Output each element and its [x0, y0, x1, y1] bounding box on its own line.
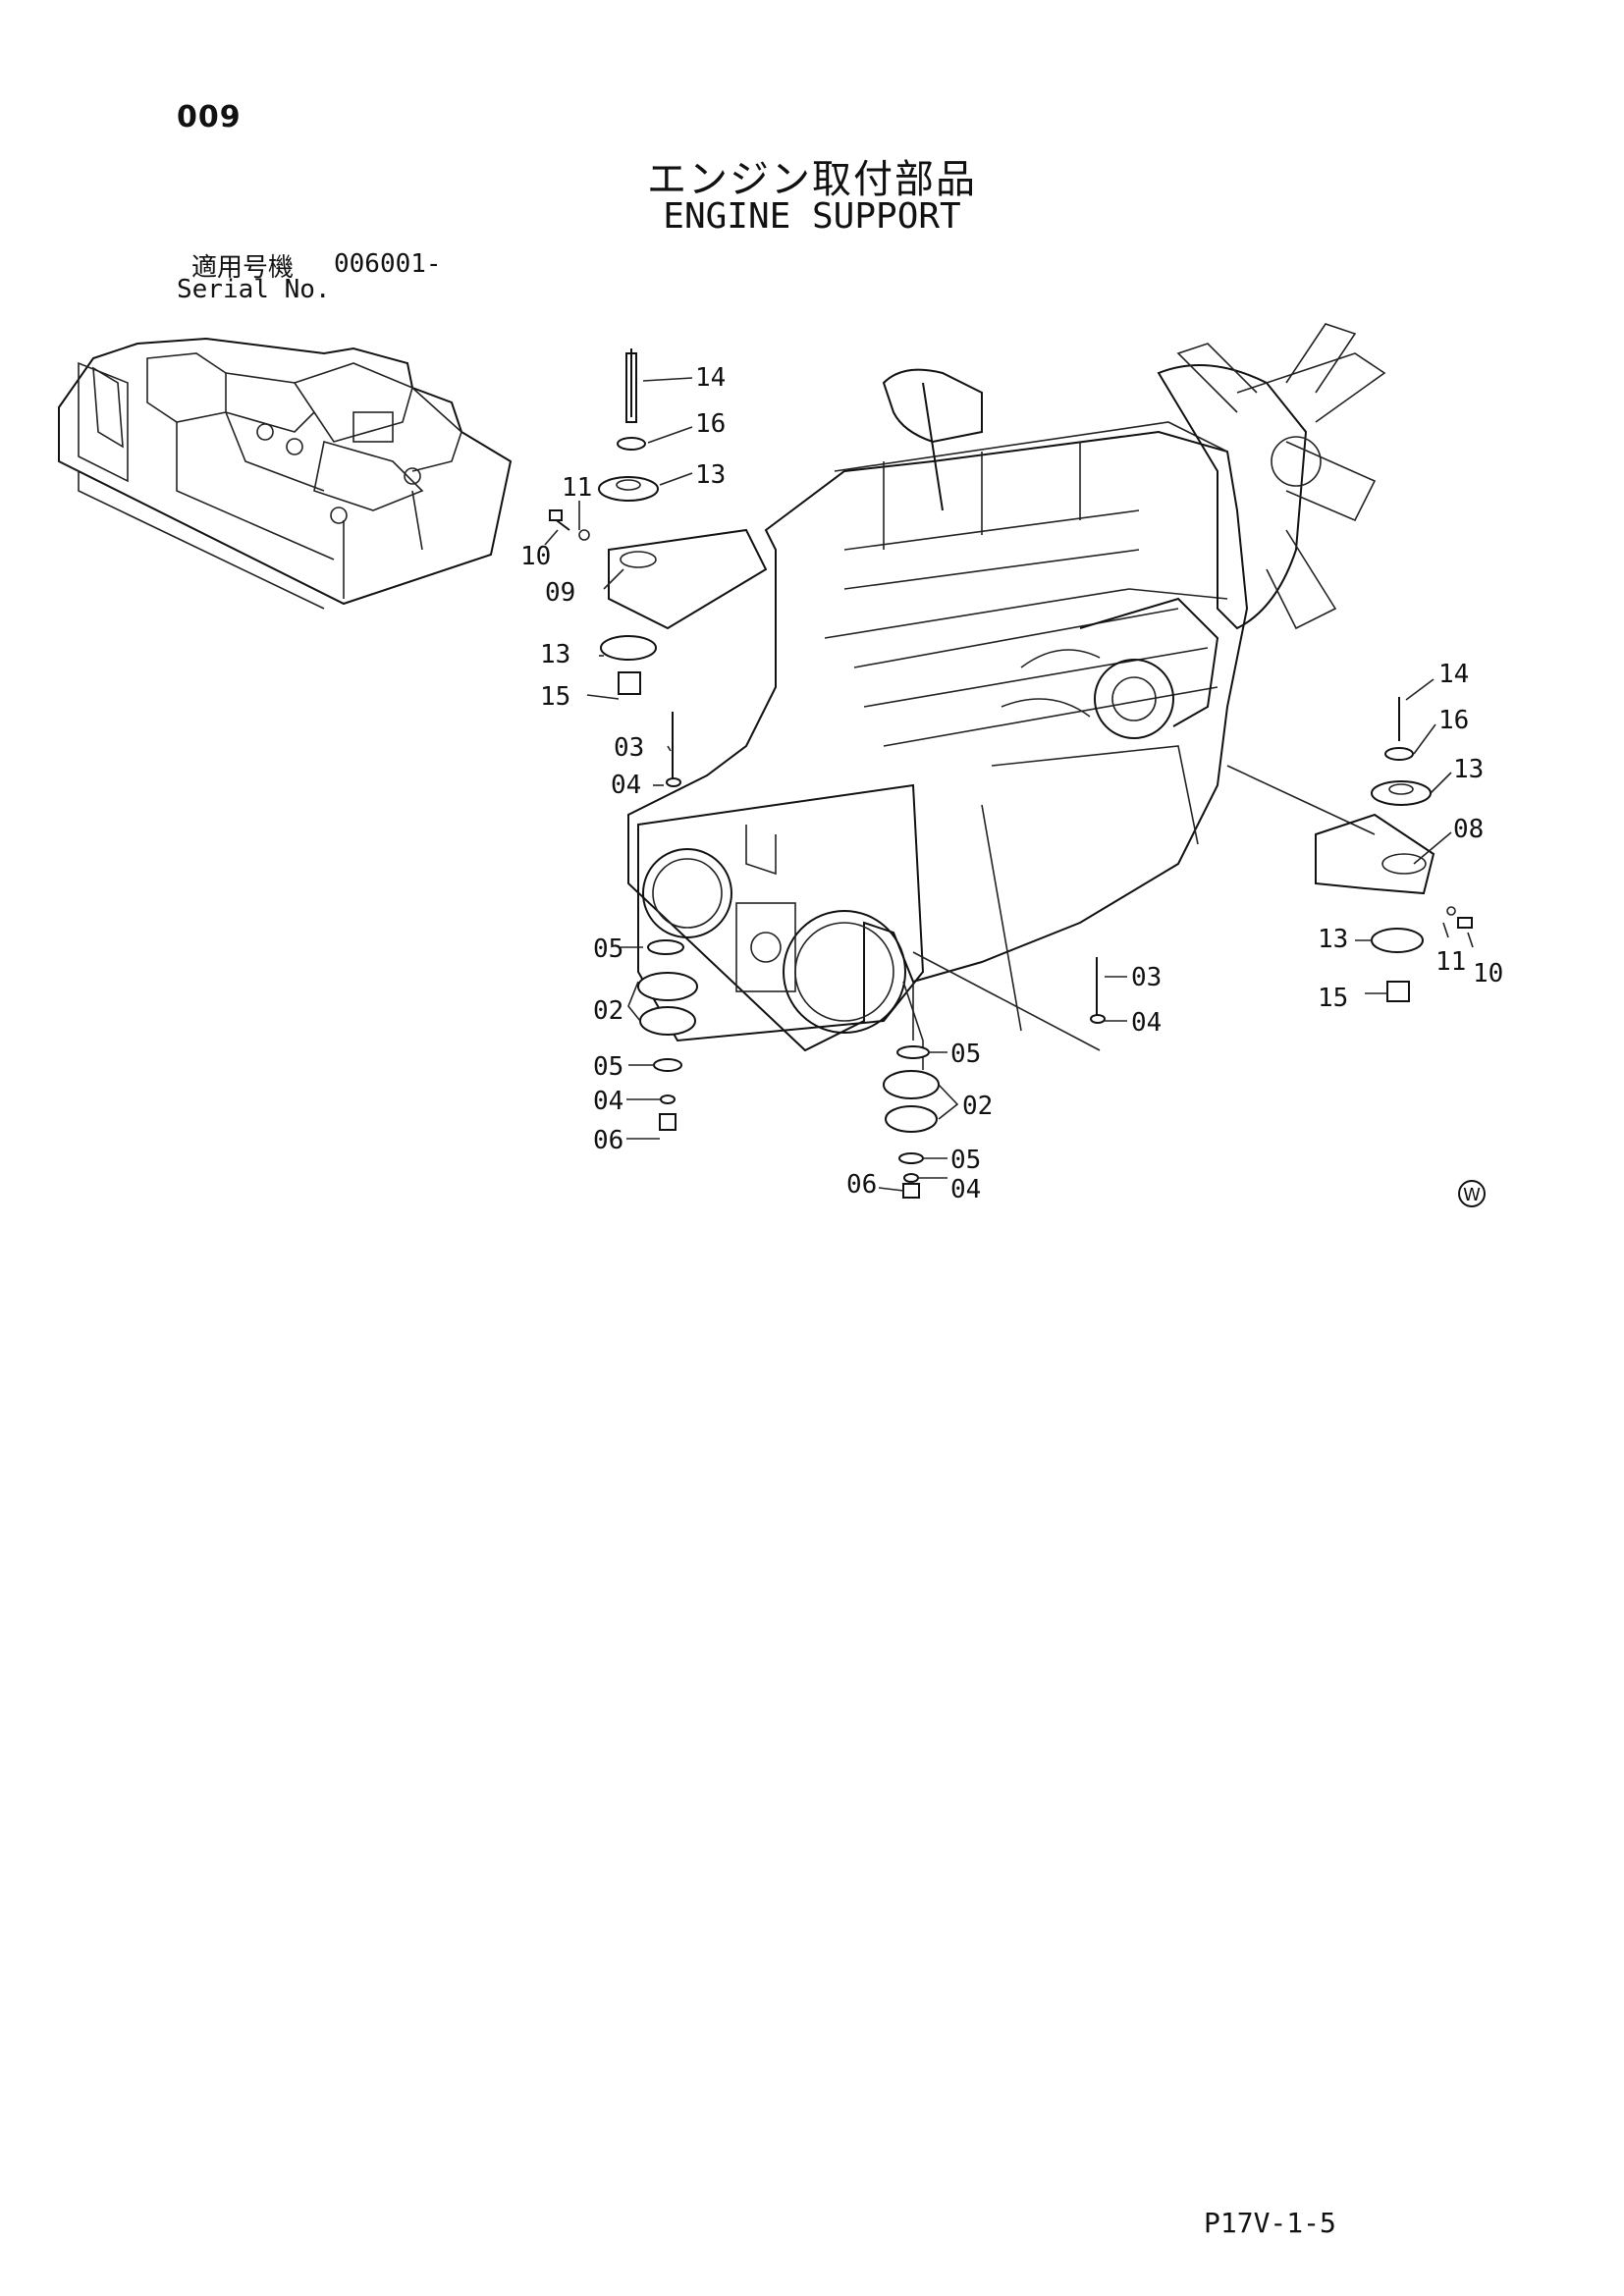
mount-assembly-right [1315, 697, 1473, 1002]
mount-assembly-front-left [637, 712, 698, 1131]
page-title-en: ENGINE SUPPORT [663, 196, 961, 237]
callout-05: 05 [593, 1052, 623, 1082]
callout-13: 13 [695, 460, 726, 490]
callout-04: 04 [593, 1087, 623, 1116]
callout-13: 13 [1453, 755, 1484, 784]
circled-w-letter: W [1463, 1185, 1481, 1205]
callout-13: 13 [540, 640, 570, 669]
callout-02: 02 [593, 996, 623, 1026]
callout-03: 03 [1131, 963, 1162, 992]
callout-09: 09 [545, 578, 575, 608]
callout-05: 05 [950, 1146, 981, 1175]
callout-05: 05 [593, 934, 623, 964]
callout-10: 10 [1473, 959, 1503, 988]
callout-04: 04 [1131, 1008, 1162, 1038]
callout-11: 11 [1435, 947, 1466, 977]
callout-02: 02 [962, 1092, 993, 1121]
callout-15: 15 [1318, 984, 1348, 1013]
callout-16: 16 [695, 409, 726, 439]
page-title-jp: エンジン取付部品 [647, 157, 977, 202]
callout-11: 11 [562, 473, 592, 503]
callout-08: 08 [1453, 815, 1484, 844]
callout-06: 06 [846, 1170, 877, 1200]
callout-13: 13 [1318, 925, 1348, 954]
callout-14: 14 [695, 363, 726, 393]
callout-10: 10 [520, 542, 551, 571]
mount-assembly-upper-left [549, 348, 768, 695]
serial-label-jp: 適用号機 [191, 253, 295, 283]
callout-04: 04 [950, 1175, 981, 1204]
serial-label-en: Serial No. [177, 275, 331, 304]
callout-15: 15 [540, 682, 570, 712]
callout-16: 16 [1438, 706, 1469, 735]
page-footer-code: P17V-1-5 [1204, 2207, 1336, 2239]
excavator-overview [58, 337, 513, 610]
engine-block [627, 323, 1386, 1070]
callout-03: 03 [614, 733, 644, 763]
callout-14: 14 [1438, 660, 1469, 689]
serial-value: 006001- [334, 249, 442, 279]
mount-assembly-front-middle [883, 957, 1106, 1199]
callout-05: 05 [950, 1040, 981, 1069]
callout-06: 06 [593, 1126, 623, 1155]
callout-04: 04 [611, 771, 641, 800]
circled-w-mark: W [1458, 1180, 1486, 1207]
page-number: 009 [177, 100, 242, 134]
callout-labels: 14 16 13 11 10 09 13 15 03 04 05 02 05 0… [520, 363, 1503, 1204]
leader-lines [544, 377, 1474, 1192]
